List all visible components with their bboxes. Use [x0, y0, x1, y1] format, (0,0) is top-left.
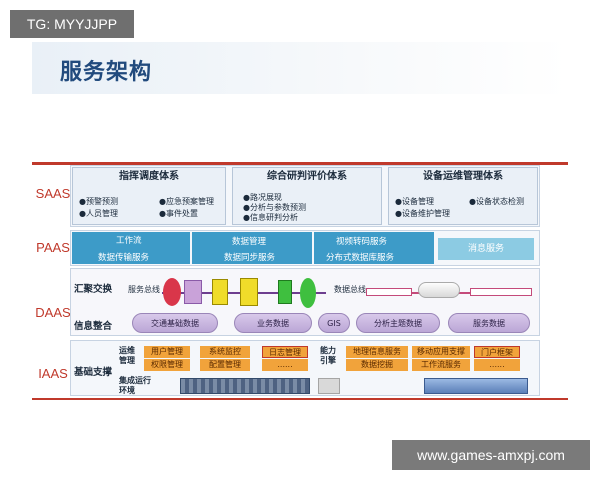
paas-data-sync: 数据同步服务: [224, 253, 276, 263]
capability-engine-label: 能力引擎: [320, 346, 336, 365]
saas-panel-equipment: 设备运维管理体系 ●设备管理 ●设备状态检测 ●设备维护管理: [388, 167, 538, 225]
cap-geo-service: 地理信息服务: [346, 346, 408, 358]
ops-system-monitor: 系统监控: [200, 346, 250, 358]
panel-item: ●预警预测: [79, 197, 118, 206]
panel-item: ●信息研判分析: [243, 213, 298, 222]
db-gis: GIS: [318, 313, 350, 333]
hardware-unit: [318, 378, 340, 394]
iaas-support-label: 基础支撑: [74, 367, 113, 378]
watermark-tag-top-left: TG: MYYJJPP: [10, 10, 134, 38]
bus-node-yellow: [212, 279, 228, 305]
panel-header: 设备运维管理体系: [423, 171, 503, 182]
data-bus-segment: [470, 288, 532, 296]
ops-mgmt-label: 运维管理: [119, 346, 135, 365]
slide-title-bar: 服务架构: [32, 42, 568, 94]
paas-data-transfer: 数据传输服务: [98, 253, 150, 263]
panel-header: 综合研判评价体系: [267, 171, 347, 182]
panel-item: ●人员管理: [79, 209, 118, 218]
paas-distributed-db: 分布式数据库服务: [326, 253, 395, 263]
ops-log-mgmt: 日志管理: [262, 346, 308, 358]
slide-title: 服务架构: [60, 60, 153, 85]
separator-line-bottom: [32, 398, 568, 400]
panel-header: 指挥调度体系: [119, 171, 179, 182]
layer-label-iaas: IAAS: [38, 366, 68, 381]
ops-config-mgmt: 配置管理: [200, 359, 250, 371]
daas-exchange-label: 汇聚交换: [74, 284, 113, 295]
data-bus-label: 数据总线: [334, 285, 366, 294]
paas-block-left: [72, 232, 190, 264]
layer-label-paas: PAAS: [36, 240, 70, 255]
cap-data-mining: 数据挖掘: [346, 359, 408, 371]
paas-block-mid: [192, 232, 312, 264]
db-traffic-basic: 交通基础数据: [132, 313, 218, 333]
panel-item: ●设备维护管理: [395, 209, 450, 218]
panel-item: ●设备状态检测: [469, 197, 524, 206]
watermark-tag-bottom-right: www.games-amxpj.com: [392, 440, 590, 470]
bus-node-purple: [184, 280, 202, 304]
panel-item: ●路况展现: [243, 193, 282, 202]
cap-portal-framework: 门户框架: [474, 346, 520, 358]
paas-block-right: [314, 232, 434, 264]
ops-more: ......: [262, 359, 308, 371]
cap-mobile-support: 移动应用支撑: [412, 346, 470, 358]
cap-more: ......: [474, 359, 520, 371]
ops-permission-mgmt: 权限管理: [144, 359, 190, 371]
bus-node-yellow: [240, 278, 258, 306]
ops-user-mgmt: 用户管理: [144, 346, 190, 358]
layer-label-daas: DAAS: [35, 305, 71, 320]
service-bus-label: 服务总线: [128, 285, 160, 294]
cap-workflow-service: 工作流服务: [412, 359, 470, 371]
saas-panel-evaluation: 综合研判评价体系 ●路况展现 ●分析与参数预测 ●信息研判分析: [232, 167, 382, 225]
runtime-env-label: 集成运行环境: [119, 376, 151, 395]
bus-node-green: [278, 280, 292, 304]
data-bus-segment: [366, 288, 412, 296]
paas-message-service: 消息服务: [438, 238, 534, 260]
db-analysis-topic: 分析主题数据: [356, 313, 440, 333]
paas-workflow: 工作流: [116, 236, 142, 246]
panel-item: ●设备管理: [395, 197, 434, 206]
db-service: 服务数据: [448, 313, 530, 333]
bus-node-red: [163, 278, 181, 306]
paas-data-mgmt: 数据管理: [232, 237, 267, 247]
bus-node-green-ellipse: [300, 278, 316, 308]
network-switch-image: [424, 378, 528, 394]
server-rack-image: [180, 378, 310, 394]
separator-line: [32, 162, 568, 165]
paas-video-transcode: 视频转码服务: [336, 237, 388, 247]
saas-panel-command: 指挥调度体系 ●预警预测 ●应急预案管理 ●人员管理 ●事件处置: [72, 167, 226, 225]
panel-item: ●分析与参数预测: [243, 203, 306, 212]
db-business: 业务数据: [234, 313, 312, 333]
panel-item: ●事件处置: [159, 209, 198, 218]
data-bus-cylinder: [418, 282, 460, 298]
daas-integration-label: 信息整合: [74, 321, 113, 332]
layer-label-saas: SAAS: [35, 186, 71, 201]
panel-item: ●应急预案管理: [159, 197, 214, 206]
